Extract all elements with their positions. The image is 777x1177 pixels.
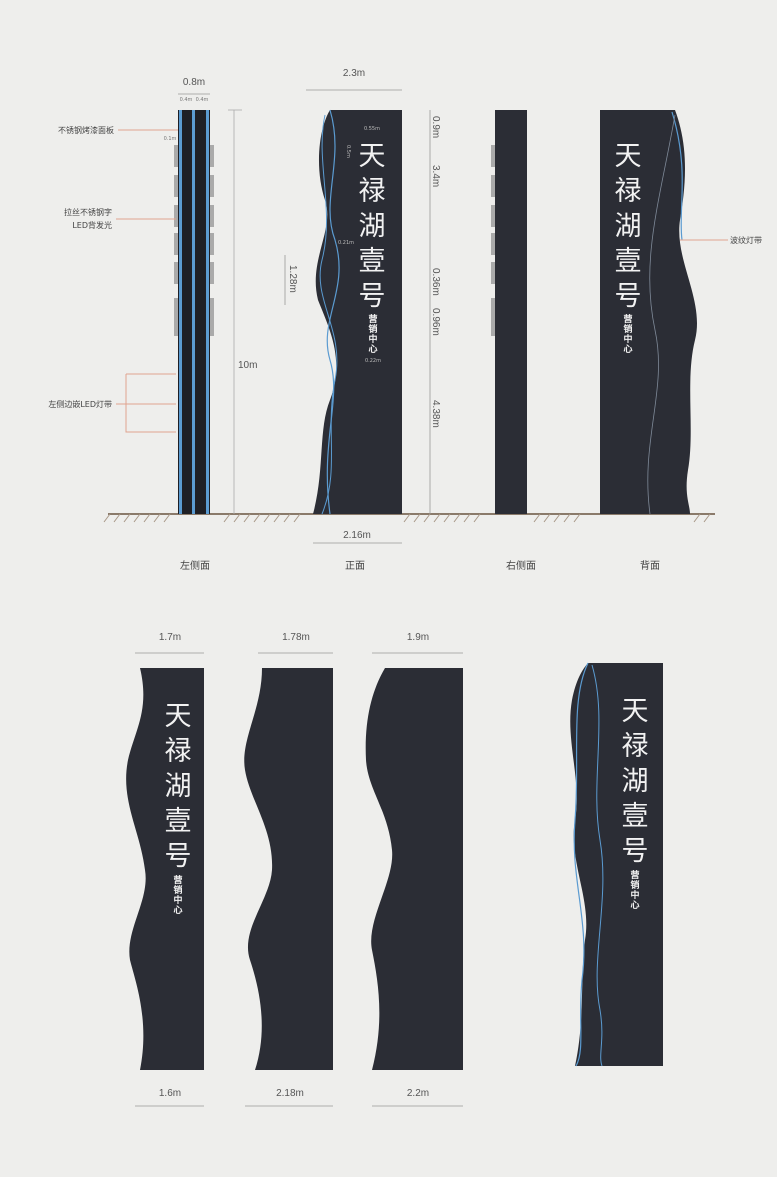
p1-char-4: 壹	[165, 806, 192, 837]
dim-inset: 0.1m	[164, 136, 177, 142]
p1-sub-3: 中	[173, 894, 182, 906]
view-label-front: 正面	[345, 561, 365, 572]
dim-height: 10m	[238, 360, 257, 371]
a-char-3: 湖	[622, 766, 649, 797]
dim-front-bottom-width: 2.16m	[343, 530, 371, 541]
view-label-back: 背面	[640, 559, 660, 572]
layer-panel-1: 天 禄 湖 壹 号 营 销 中 心 1.7m 1.6m	[126, 632, 204, 1107]
callout-wave: 波纹灯带	[730, 235, 762, 245]
a-char-5: 号	[622, 836, 649, 867]
front-char-2: 禄	[359, 176, 386, 207]
dim-seg-1: 0.9m	[430, 116, 441, 138]
back-sub-2: 销	[623, 323, 632, 335]
back-char-2: 禄	[615, 176, 642, 207]
dim-seg-3: 0.36m	[430, 268, 441, 296]
dim-front-top-width: 2.3m	[343, 68, 365, 79]
front-char-3: 湖	[359, 211, 386, 242]
front-sub-1: 营	[368, 313, 377, 325]
front-sub-4: 心	[368, 344, 377, 355]
a-sub-3: 中	[630, 889, 639, 901]
dim-sub-gap: 0.22m	[365, 358, 381, 364]
dim-half-a: 0.4m	[180, 97, 193, 103]
a-char-4: 壹	[622, 801, 649, 832]
ground-line	[103, 513, 715, 523]
dim-left-1-28: 1.28m	[287, 265, 298, 293]
dim-p1-top: 1.7m	[159, 632, 181, 643]
left-side-view: 0.8m 0.4m 0.4m 0.1m 10m 不锈钢烤漆面板 拉丝不锈钢字 L…	[48, 77, 257, 514]
back-char-5: 号	[615, 281, 642, 312]
back-sub-1: 营	[623, 313, 632, 325]
front-view: 天 禄 湖 壹 号 营 销 中 心 0.55m 0.5m 0.21m 0.22m…	[284, 68, 441, 544]
front-sub-3: 中	[368, 333, 377, 345]
p1-sub-2: 销	[173, 884, 182, 896]
a-char-2: 禄	[622, 731, 649, 762]
callout-strip: 左侧边嵌LED灯带	[48, 399, 112, 409]
dim-half-b: 0.4m	[196, 97, 209, 103]
dim-char-height: 0.5m	[345, 145, 351, 158]
front-char-5: 号	[359, 281, 386, 312]
dim-seg-5: 4.38m	[430, 400, 441, 428]
front-char-4: 壹	[359, 246, 386, 277]
p1-char-1: 天	[165, 701, 192, 732]
dim-small-text: 0.21m	[338, 240, 354, 246]
dim-side-width: 0.8m	[183, 77, 205, 88]
a-sub-1: 营	[630, 869, 639, 881]
dim-seg-4: 0.96m	[430, 308, 441, 336]
back-sub-4: 心	[623, 344, 632, 355]
dim-char-width: 0.55m	[364, 126, 380, 132]
view-label-left: 左侧面	[180, 559, 210, 572]
dim-p2-top: 1.78m	[282, 632, 310, 643]
dim-seg-2: 3.4m	[430, 165, 441, 187]
back-sub-3: 中	[623, 333, 632, 345]
callout-letters-1: 拉丝不锈钢字	[64, 207, 112, 217]
back-char-1: 天	[615, 141, 642, 172]
a-sub-4: 心	[630, 900, 639, 911]
back-char-3: 湖	[615, 211, 642, 242]
back-char-4: 壹	[615, 246, 642, 277]
a-char-1: 天	[622, 696, 649, 727]
dim-p3-bottom: 2.2m	[407, 1088, 429, 1099]
layer-panel-3: 1.9m 2.2m	[365, 632, 463, 1107]
callout-letters-2: LED背发光	[72, 220, 112, 230]
p1-sub-1: 营	[173, 874, 182, 886]
view-label-right: 右侧面	[506, 559, 536, 572]
p1-char-5: 号	[165, 841, 192, 872]
dim-p1-bottom: 1.6m	[159, 1088, 181, 1099]
front-sub-2: 销	[368, 323, 377, 335]
callout-panel: 不锈钢烤漆面板	[58, 125, 114, 135]
p1-sub-4: 心	[173, 905, 182, 916]
p1-char-3: 湖	[165, 771, 192, 802]
assembled-sign: 天 禄 湖 壹 号 营 销 中 心	[570, 662, 663, 1067]
p1-char-2: 禄	[165, 736, 192, 767]
dim-p3-top: 1.9m	[407, 632, 429, 643]
right-side-view	[491, 110, 527, 514]
layer-panel-2: 1.78m 2.18m	[244, 632, 333, 1107]
back-view: 天 禄 湖 壹 号 营 销 中 心 波纹灯带	[600, 110, 762, 515]
a-sub-2: 销	[630, 879, 639, 891]
dim-p2-bottom: 2.18m	[276, 1088, 304, 1099]
front-char-1: 天	[359, 141, 386, 172]
